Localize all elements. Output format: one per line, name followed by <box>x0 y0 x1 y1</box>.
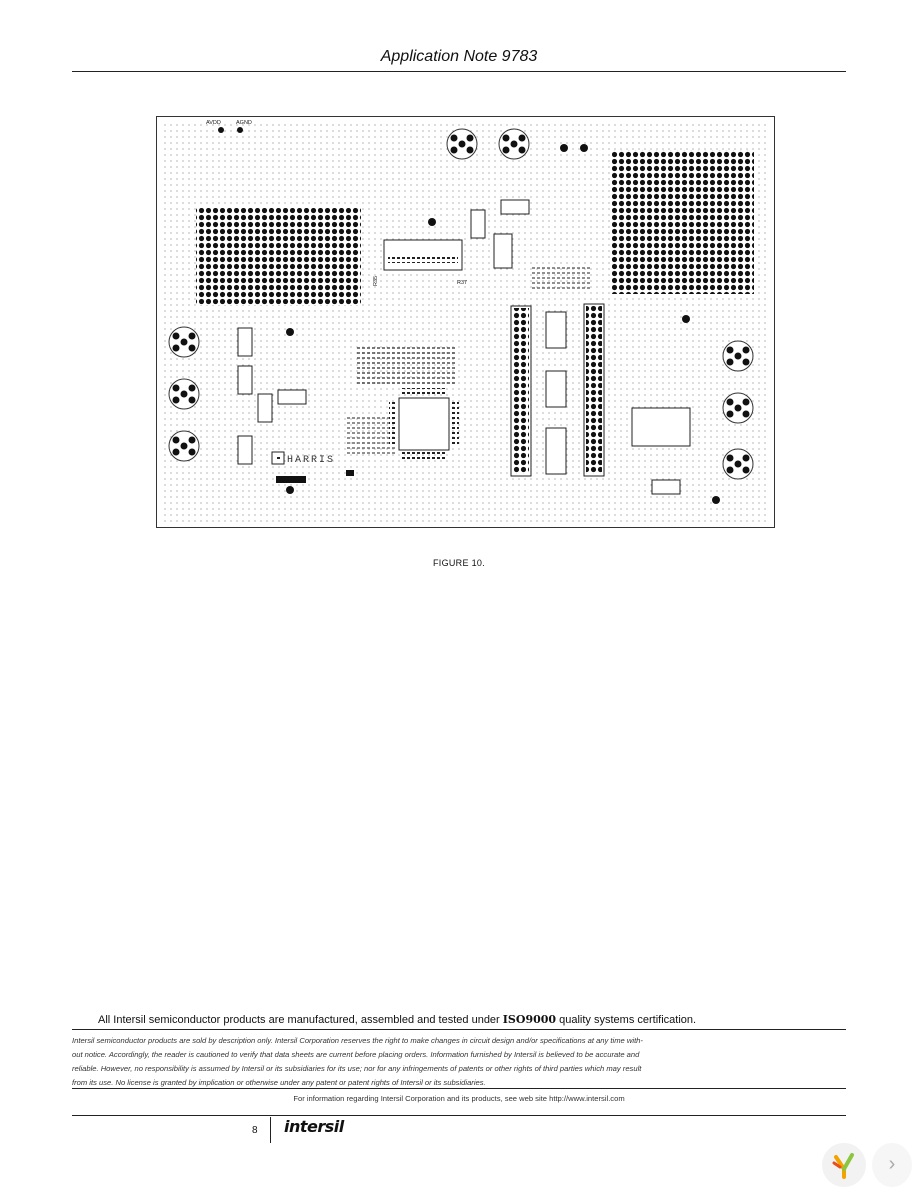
page-number: 8 <box>252 1125 258 1136</box>
sma-connector-left-2 <box>168 378 200 410</box>
intersil-logo: intersil <box>284 1117 344 1136</box>
header-rule <box>72 71 846 72</box>
viewer-logo-glyph <box>832 1153 854 1179</box>
avdd-label: AVDD <box>206 120 221 126</box>
svg-text:HARRIS: HARRIS <box>287 455 335 466</box>
pcb-layout-figure: AVDD AGND <box>156 116 775 528</box>
chevron-right-icon[interactable]: › <box>872 1143 912 1187</box>
figure-caption: FIGURE 10. <box>432 558 485 568</box>
right-module <box>631 407 691 447</box>
bga-footprint-left <box>196 208 361 305</box>
sma-connector-left-1 <box>168 326 200 358</box>
iso-statement: All Intersil semiconductor products are … <box>98 1013 696 1026</box>
footer-separator <box>270 1117 271 1143</box>
footer-rule <box>72 1115 846 1116</box>
sma-connector-right-1 <box>722 340 754 372</box>
harris-logo: HARRIS <box>271 451 354 483</box>
sma-connector-right-3 <box>722 448 754 480</box>
ic-upper <box>545 311 567 349</box>
ic-lower <box>545 427 567 475</box>
silk-label-r35: R35 <box>373 276 379 286</box>
viewer-logo-icon[interactable] <box>822 1143 866 1187</box>
silk-label-r37: R37 <box>457 280 467 286</box>
iso-suffix: quality systems certification. <box>556 1014 697 1026</box>
bga-footprint-right <box>612 150 754 294</box>
connector-column-right <box>583 303 605 477</box>
page-header-title: Application Note 9783 <box>380 48 538 65</box>
connector-column-left <box>510 305 532 477</box>
iso-mark: ISO9000 <box>502 1013 557 1026</box>
legal-bottom-rule <box>72 1088 846 1089</box>
legal-line-3: reliable. However, no responsibility is … <box>72 1064 642 1073</box>
iso-prefix: All Intersil semiconductor products are … <box>98 1014 503 1026</box>
legal-line-4: from its use. No license is granted by i… <box>72 1078 486 1087</box>
agnd-label: AGND <box>236 120 252 126</box>
legal-top-rule <box>72 1029 846 1030</box>
qfp-chip <box>398 397 450 451</box>
ic-middle <box>545 370 567 408</box>
legal-line-1: Intersil semiconductor products are sold… <box>72 1036 643 1045</box>
sma-connector-left-3 <box>168 430 200 462</box>
contact-line: For information regarding Intersil Corpo… <box>293 1094 625 1103</box>
sma-connector-top-1 <box>446 128 478 160</box>
sma-connector-top-2 <box>498 128 530 160</box>
legal-line-2: out notice. Accordingly, the reader is c… <box>72 1050 640 1059</box>
header-strip <box>383 239 463 271</box>
sma-connector-right-2 <box>722 392 754 424</box>
